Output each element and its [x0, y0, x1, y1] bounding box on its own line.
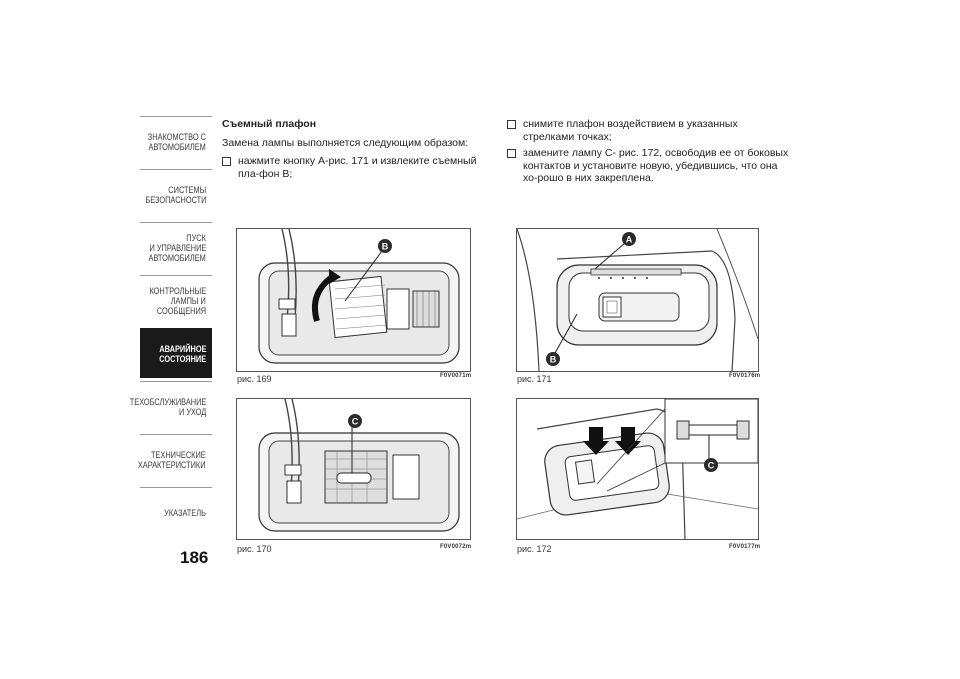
tab-label: И УХОД: [178, 406, 206, 417]
callout-a: A: [626, 235, 633, 245]
tab-label: ТЕХНИЧЕСКИЕ: [151, 449, 206, 460]
section-heading: Съемный плафон: [222, 118, 317, 130]
figure-code: F0V0072m: [440, 544, 472, 550]
list-item: снимите плафон воздействием в указанных …: [507, 118, 789, 143]
tab-label: ТЕХОБСЛУЖИВАНИЕ: [129, 396, 206, 407]
figure-170: C рис. 170 F0V0072m: [236, 398, 471, 558]
tab-sistemy-bezopasnosti[interactable]: СИСТЕМЫ БЕЗОПАСНОСТИ: [140, 169, 212, 219]
intro-paragraph: Замена лампы выполняется следующим образ…: [222, 136, 469, 149]
callout-b: B: [550, 355, 557, 365]
tab-tehobsluzhivanie[interactable]: ТЕХОБСЛУЖИВАНИЕ И УХОД: [129, 381, 212, 431]
callout-c: C: [708, 461, 715, 471]
figure-169-illustration: B: [236, 228, 471, 372]
callout-b: B: [382, 242, 389, 252]
tab-label: ХАРАКТЕРИСТИКИ: [138, 459, 206, 470]
tab-kontrolnye-lampy[interactable]: КОНТРОЛЬНЫЕ ЛАМПЫ И СООБЩЕНИЯ: [140, 275, 212, 325]
figure-171: A B рис. 171 F0V0176m: [516, 228, 760, 388]
tab-label: ЗНАКОМСТВО С: [147, 131, 206, 142]
tab-avariynoe-sostoyanie[interactable]: АВАРИЙНОЕ СОСТОЯНИЕ: [140, 328, 212, 378]
checkbox-bullet-icon: [507, 120, 516, 129]
list-item-text: нажмите кнопку А-рис. 171 и извлеките съ…: [238, 155, 477, 180]
tab-tehnicheskie[interactable]: ТЕХНИЧЕСКИЕ ХАРАКТЕРИСТИКИ: [138, 434, 212, 484]
chapter-tabs: ЗНАКОМСТВО С АВТОМОБИЛЕМ СИСТЕМЫ БЕЗОПАС…: [129, 116, 212, 540]
figure-code: F0V0176m: [729, 373, 761, 379]
tab-label: СИСТЕМЫ: [168, 184, 206, 195]
checkbox-bullet-icon: [222, 157, 231, 166]
checkbox-bullet-icon: [507, 149, 516, 158]
tab-label: ПУСК: [186, 232, 206, 243]
figure-172: C рис. 172 F0V0177m: [516, 398, 760, 558]
tab-label: КОНТРОЛЬНЫЕ: [149, 285, 206, 296]
list-item: нажмите кнопку А-рис. 171 и извлеките съ…: [222, 155, 490, 180]
figure-caption: рис. 169: [237, 374, 272, 384]
list-item: замените лампу С- рис. 172, освободив ее…: [507, 147, 789, 185]
tab-label: СОСТОЯНИЕ: [159, 353, 206, 364]
figure-caption: рис. 172: [517, 544, 552, 554]
tab-label: ЛАМПЫ И: [170, 295, 206, 306]
tab-label: БЕЗОПАСНОСТИ: [144, 194, 206, 205]
figure-code: F0V0177m: [729, 544, 761, 550]
figure-172-illustration: C: [516, 398, 759, 540]
figure-caption: рис. 170: [237, 544, 272, 554]
tab-label: УКАЗАТЕЛЬ: [164, 507, 206, 518]
tab-znakomstvo[interactable]: ЗНАКОМСТВО С АВТОМОБИЛЕМ: [140, 116, 212, 166]
figure-caption: рис. 171: [517, 374, 552, 384]
figure-169: B рис. 169 F0V0071m: [236, 228, 471, 388]
callout-c: C: [352, 417, 359, 427]
tab-label: И УПРАВЛЕНИЕ: [149, 242, 206, 253]
tab-ukazatel[interactable]: УКАЗАТЕЛЬ: [140, 487, 212, 537]
tab-label: АВАРИЙНОЕ: [158, 343, 206, 354]
figure-code: F0V0071m: [440, 373, 472, 379]
tab-pusk[interactable]: ПУСК И УПРАВЛЕНИЕ АВТОМОБИЛЕМ: [140, 222, 212, 272]
figure-170-illustration: C: [236, 398, 471, 540]
list-item-text: замените лампу С- рис. 172, освободив ее…: [523, 147, 789, 184]
right-text-column: снимите плафон воздействием в указанных …: [507, 118, 789, 189]
tab-label: СООБЩЕНИЯ: [156, 305, 206, 316]
figure-171-illustration: A B: [516, 228, 759, 372]
left-text-column: Съемный плафон Замена лампы выполняется …: [222, 118, 490, 184]
list-item-text: снимите плафон воздействием в указанных …: [523, 118, 738, 143]
tab-label: АВТОМОБИЛЕМ: [148, 141, 206, 152]
page-number: 186: [180, 548, 209, 567]
tab-label: АВТОМОБИЛЕМ: [148, 252, 206, 263]
